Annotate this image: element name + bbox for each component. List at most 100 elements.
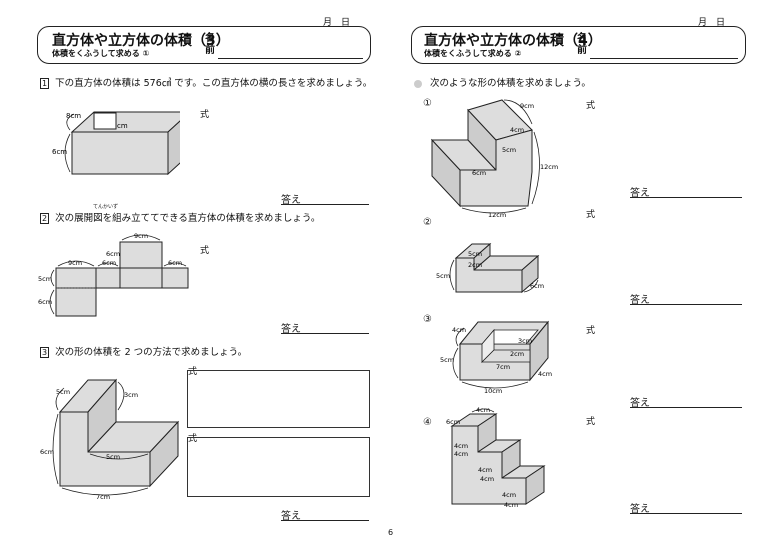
left-q1-text: 1 下の直方体の体積は 576㎤ です。この直方体の横の長さを求めましょう。 [40, 75, 372, 89]
q3-answer-box-2 [187, 437, 370, 497]
p4-answer-line [630, 513, 742, 514]
q2-label-5cm: 5cm [38, 275, 52, 283]
left-title-box [37, 26, 371, 64]
q3-label-3cm: 3cm [124, 391, 138, 399]
q3-answer-line [281, 520, 369, 521]
p4-label-4cm-b: 4cm [454, 450, 468, 458]
right-intro-text: 次のような形の体積を求めましょう。 [430, 78, 591, 89]
p4-label-4cm-c: 4cm [478, 466, 492, 474]
right-date: 月 日 [698, 18, 726, 28]
q1-cuboid-figure: 8cm cm 6cm [52, 111, 180, 176]
p3-figure: 4cm 3cm 2cm 5cm 7cm 4cm 10cm [440, 320, 552, 395]
q1-question: 下の直方体の体積は 576㎤ です。この直方体の横の長さを求めましょう。 [55, 78, 373, 89]
q2-net-figure: 9cm 6cm 6cm 6cm 5cm 9cm 5cm 6cm [38, 232, 189, 317]
p2-label-6cm: 6cm [530, 282, 544, 290]
p3-label-7cm: 7cm [496, 363, 510, 371]
q1-answer-line [281, 204, 369, 205]
q2-shiki: 式 [200, 246, 210, 256]
q2-label-6cm-b: 6cm [102, 259, 116, 267]
left-name-underline [218, 58, 363, 59]
p3-answer-label: 答え [630, 398, 650, 409]
q3-label-6cm: 6cm [40, 448, 54, 456]
p1-figure: 9cm 4cm 5cm 6cm 12cm 12cm [430, 99, 558, 219]
p4-figure: 4cm 6cm 4cm 4cm 4cm 4cm 4cm 4cm [446, 406, 546, 509]
p1-label-9cm: 9cm [520, 102, 534, 110]
p4-label-4cm-f: 4cm [504, 501, 518, 509]
q2-label-9cm-top: 9cm [134, 232, 148, 240]
q1-label-8cm: 8cm [66, 112, 81, 120]
p3-shiki: 式 [586, 326, 596, 336]
p3-label-5cm: 5cm [440, 356, 454, 364]
q3-question: 次の形の体積を 2 つの方法で求めましょう。 [55, 347, 248, 358]
p2-mark: ② [423, 217, 432, 228]
bullet-dot [414, 79, 422, 88]
right-intro: 次のような形の体積を求めましょう。 [414, 75, 591, 89]
p4-label-4cm-a: 4cm [454, 442, 468, 450]
p2-answer-line [630, 304, 742, 305]
q2-label-6cm-d: 6cm [38, 298, 52, 306]
p1-answer-label: 答え [630, 188, 650, 199]
p4-label-4cm-e: 4cm [502, 491, 516, 499]
q1-shiki: 式 [200, 110, 210, 120]
q3-answer-box-1 [187, 370, 370, 428]
p4-shiki: 式 [586, 417, 596, 427]
p3-label-2cm: 2cm [510, 350, 524, 358]
q3-label-5cm-top: 5cm [56, 388, 70, 396]
p4-label-4cm-top: 4cm [476, 406, 490, 414]
q1-number: 1 [40, 78, 50, 89]
right-name-label: 名前 [577, 33, 587, 56]
q1-answer-label: 答え [281, 195, 301, 206]
left-name-label: 名前 [205, 33, 215, 56]
q3-shiki-2: 式 [188, 434, 198, 444]
p2-label-2cm: 2cm [468, 261, 482, 269]
p2-figure: 5cm 2cm 5cm 6cm [436, 242, 544, 294]
left-subtitle: 体積をくふうして求める ① [52, 49, 150, 58]
p1-label-12cm-w: 12cm [488, 211, 506, 219]
q2-answer-line [281, 333, 369, 334]
p2-label-5cm-top: 5cm [468, 250, 482, 258]
q1-label-cm: cm [117, 122, 128, 130]
p2-answer-label: 答え [630, 295, 650, 306]
p2-label-5cm-side: 5cm [436, 272, 450, 280]
q2-question: 次の展開図を組み立ててできる直方体の体積を求めましょう。 [55, 213, 321, 224]
p4-mark: ④ [423, 417, 432, 428]
q2-ruby: てんかいず [93, 204, 119, 210]
q1-label-6cm: 6cm [52, 148, 67, 156]
q2-answer-label: 答え [281, 324, 301, 335]
q3-label-5cm-mid: 5cm [106, 453, 120, 461]
p1-shiki: 式 [586, 101, 596, 111]
left-q3-text: 3 次の形の体積を 2 つの方法で求めましょう。 [40, 344, 247, 358]
q3-label-7cm: 7cm [96, 493, 110, 501]
q3-lshape-figure: 5cm 3cm 6cm 5cm 7cm [40, 378, 180, 501]
q3-number: 3 [40, 347, 50, 358]
p4-label-4cm-d: 4cm [480, 475, 494, 483]
p3-label-4cm-top: 4cm [452, 326, 466, 334]
q3-answer-label: 答え [281, 511, 301, 522]
left-date: 月 日 [323, 18, 351, 28]
left-q2-text: 2 次の展開図を組み立ててできる直方体の体積を求めましょう。 [40, 210, 320, 224]
right-title: 直方体や立方体の体積（4） [424, 33, 602, 49]
p1-label-5cm: 5cm [502, 146, 516, 154]
p1-label-4cm: 4cm [510, 126, 524, 134]
right-title-box [411, 26, 746, 64]
q2-label-6cm-a: 6cm [106, 250, 120, 258]
q3-shiki-1: 式 [188, 367, 198, 377]
p3-answer-line [630, 407, 742, 408]
page-number: 6 [388, 528, 394, 537]
p3-label-10cm: 10cm [484, 387, 502, 395]
right-name-underline [590, 58, 738, 59]
p1-label-6cm: 6cm [472, 169, 486, 177]
q2-label-6cm-c: 6cm [168, 259, 182, 267]
p1-answer-line [630, 197, 742, 198]
left-title: 直方体や立方体の体積（3） [52, 33, 230, 49]
p1-label-12cm-h: 12cm [540, 163, 558, 171]
p3-mark: ③ [423, 314, 432, 325]
p4-answer-label: 答え [630, 504, 650, 515]
q2-label-9cm-left: 9cm [68, 259, 82, 267]
p2-shiki: 式 [586, 210, 596, 220]
p4-label-6cm: 6cm [446, 418, 460, 426]
p1-mark: ① [423, 98, 432, 109]
right-subtitle: 体積をくふうして求める ② [424, 49, 522, 58]
q2-number: 2 [40, 213, 50, 224]
p3-label-4cm-side: 4cm [538, 370, 552, 378]
